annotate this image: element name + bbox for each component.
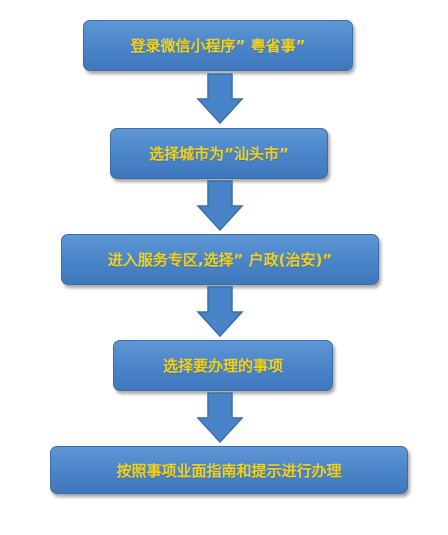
step-1-box: 登录微信小程序” 粤省事” — [83, 20, 353, 71]
step-5-box: 按照事项业面指南和提示进行办理 — [50, 446, 408, 494]
down-arrow-icon — [196, 392, 244, 444]
step-3-label: 进入服务专区,选择” 户政(治安)” — [107, 251, 333, 269]
step-4-box: 选择要办理的事项 — [113, 340, 333, 391]
step-1-label: 登录微信小程序” 粤省事” — [130, 37, 306, 55]
down-arrow-icon — [196, 73, 244, 125]
step-2-box: 选择城市为”汕头市” — [110, 128, 328, 179]
step-5-label: 按照事项业面指南和提示进行办理 — [116, 461, 342, 480]
step-2-label: 选择城市为”汕头市” — [149, 145, 289, 163]
step-3-box: 进入服务专区,选择” 户政(治安)” — [61, 234, 379, 285]
step-4-label: 选择要办理的事项 — [162, 357, 283, 375]
down-arrow-icon — [196, 180, 244, 232]
down-arrow-icon — [196, 286, 244, 338]
